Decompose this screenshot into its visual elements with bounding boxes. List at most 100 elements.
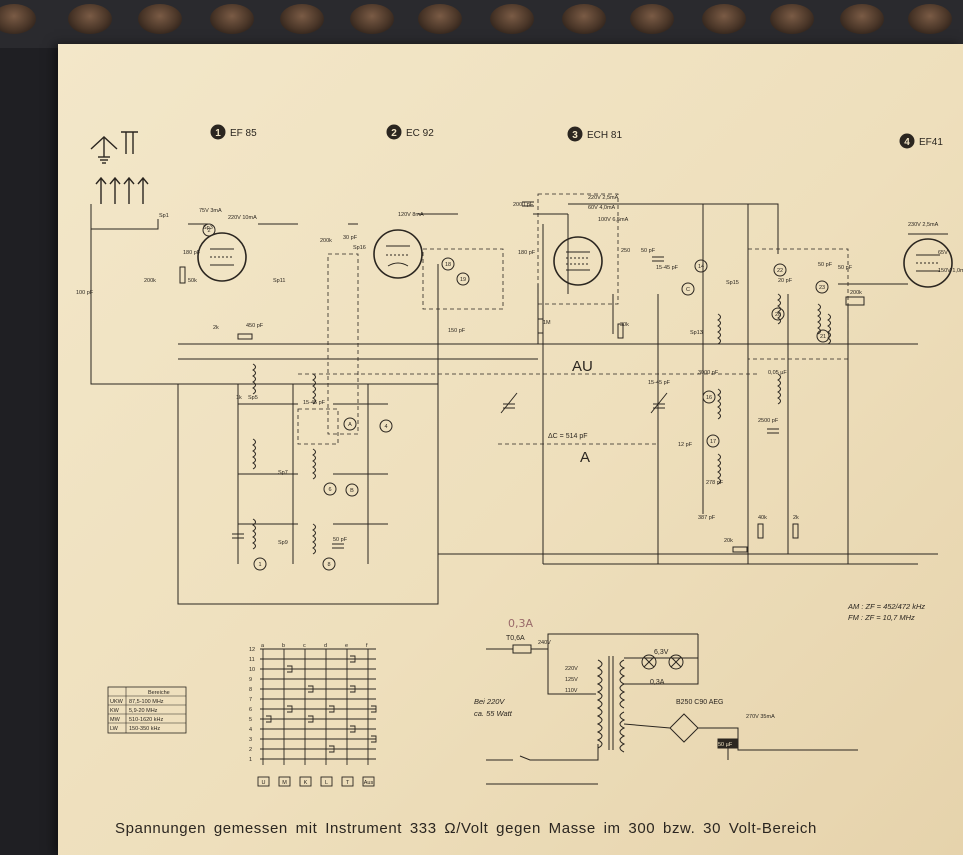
coil-marker-label: B bbox=[350, 488, 354, 494]
key-box bbox=[257, 776, 270, 787]
capacitor-value: 2000 pF bbox=[513, 202, 534, 208]
voltage-label: 220V 2,5mA bbox=[588, 195, 619, 201]
dc-output-label: 270V 35mA bbox=[746, 714, 775, 720]
coil-marker bbox=[771, 307, 785, 321]
matrix-column-label: d bbox=[324, 643, 327, 649]
capacitor-value: 3000 pF bbox=[698, 370, 719, 376]
resistor bbox=[537, 318, 544, 334]
resistor-value: 1M bbox=[543, 320, 551, 326]
coil-marker bbox=[253, 557, 267, 571]
coil-marker-label: 18 bbox=[445, 262, 451, 268]
matrix-contact bbox=[371, 705, 377, 713]
wire bbox=[238, 403, 298, 525]
matrix-row-label: 7 bbox=[249, 697, 252, 703]
if-fm-label: FM : ZF = 10,7 MHz bbox=[848, 613, 915, 622]
matrix-contact bbox=[266, 715, 272, 723]
band-name: UKW bbox=[110, 699, 124, 705]
coil bbox=[312, 373, 316, 405]
mains-voltage: Bei 220V bbox=[474, 697, 505, 706]
capacitor-value: 50 pF bbox=[838, 265, 853, 271]
binder-hole bbox=[770, 4, 814, 34]
tube-name: EF 85 bbox=[230, 128, 257, 139]
coil-marker bbox=[681, 282, 695, 296]
tube-name: ECH 81 bbox=[587, 130, 622, 141]
matrix-row-label: 5 bbox=[249, 717, 252, 723]
region-label-a: A bbox=[580, 449, 590, 466]
shield-boxes bbox=[297, 193, 849, 445]
binder-hole bbox=[840, 4, 884, 34]
coil bbox=[312, 523, 316, 555]
power-supply: T0,6A 0,3A 240V 220V 125V 110V 6,3V 0,3A… bbox=[474, 617, 858, 785]
switch-label: Sp3 bbox=[203, 225, 213, 231]
capacitor-value: 150 pF bbox=[448, 328, 466, 334]
coil-marker-label: 6 bbox=[328, 487, 331, 493]
switch-label: Sp15 bbox=[726, 280, 739, 286]
binder-hole bbox=[280, 4, 324, 34]
variable-capacitor-arrow bbox=[500, 392, 518, 414]
tube-heading-2: 2 EC 92 bbox=[386, 124, 434, 140]
variable-capacitor-arrow bbox=[650, 392, 668, 414]
coil-marker-label: 8 bbox=[327, 562, 330, 568]
matrix-contact bbox=[287, 705, 293, 713]
region-label-au: AU bbox=[572, 358, 593, 375]
coil-marker bbox=[322, 557, 336, 571]
matrix-column-label: f bbox=[366, 643, 368, 649]
elko-label: 50 µF bbox=[718, 742, 733, 748]
resistor bbox=[617, 323, 624, 339]
wire bbox=[91, 219, 159, 230]
rectifier-label: B250 C90 AEG bbox=[676, 699, 723, 706]
binder-hole bbox=[490, 4, 534, 34]
tube-number: 2 bbox=[391, 128, 397, 139]
matrix-row-label: 11 bbox=[249, 657, 255, 663]
matrix-row-label: 1 bbox=[249, 757, 252, 763]
coil-marker bbox=[323, 482, 337, 496]
matrix-contact bbox=[329, 705, 335, 713]
matrix-contact bbox=[350, 655, 356, 663]
capacitor-value: 278 pF bbox=[706, 480, 724, 486]
resistor-value: 40k bbox=[758, 515, 767, 521]
coil bbox=[252, 518, 256, 550]
matrix-contact bbox=[350, 685, 356, 693]
tube-ech81-symbol bbox=[553, 236, 603, 286]
matrix-column-label: b bbox=[282, 643, 285, 649]
coil bbox=[717, 453, 721, 485]
voltage-label: 100V 6,5mA bbox=[598, 217, 629, 223]
wire bbox=[568, 203, 779, 254]
key-label: T bbox=[346, 780, 350, 786]
coil-marker-label: 14 bbox=[698, 264, 704, 270]
coil-marker bbox=[694, 259, 708, 273]
coil-marker bbox=[702, 390, 716, 404]
voltage-label: 120V 8mA bbox=[398, 212, 424, 218]
key-label: M bbox=[282, 780, 287, 786]
tube-heading-4: 4 EF41 bbox=[899, 133, 943, 149]
key-box bbox=[299, 776, 312, 787]
footer-note: Spannungen gemessen mit Instrument 333 Ω… bbox=[115, 820, 817, 837]
tube-ec92-symbol bbox=[373, 229, 423, 279]
coil-marker bbox=[343, 417, 357, 431]
resistor-value: 200k bbox=[320, 238, 332, 244]
tube-number: 3 bbox=[572, 130, 578, 141]
matrix-row-label: 6 bbox=[249, 707, 252, 713]
voltage-label: 220V 10mA bbox=[228, 215, 257, 221]
matrix-row-label: 3 bbox=[249, 737, 252, 743]
tap-110v: 110V bbox=[565, 688, 578, 694]
matrix-contact bbox=[350, 725, 356, 733]
capacitor-value: 0,05 µF bbox=[768, 370, 787, 376]
resistor bbox=[732, 546, 748, 553]
coil-marker bbox=[345, 483, 359, 497]
resistor-value: 1k bbox=[236, 395, 242, 401]
coil-marker-label: 22 bbox=[777, 268, 783, 274]
matrix-row-label: 4 bbox=[249, 727, 252, 733]
resistor-value: 50k bbox=[188, 278, 197, 284]
capacitor-value: 450 pF bbox=[246, 323, 264, 329]
matrix-contact bbox=[371, 735, 377, 743]
matrix-row-label: 12 bbox=[249, 647, 255, 653]
coil bbox=[312, 448, 316, 480]
capacitor-value: 180 pF bbox=[518, 250, 536, 256]
binder-hole bbox=[908, 4, 952, 34]
coil-marker-label: 4 bbox=[384, 424, 387, 430]
binder-hole bbox=[630, 4, 674, 34]
band-table-header: Bereiche bbox=[148, 690, 170, 696]
capacitor-value: 15-45 pF bbox=[656, 265, 679, 271]
